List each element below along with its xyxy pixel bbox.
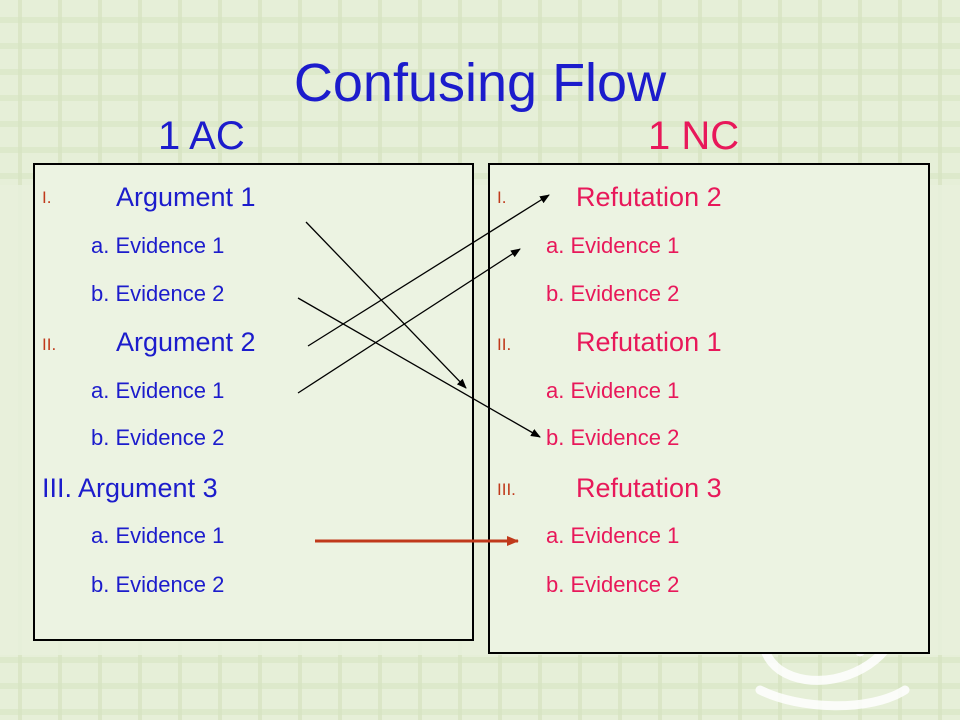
right-column-heading: 1 NC xyxy=(648,114,740,158)
refutation-3-evidence-1: a. Evidence 1 xyxy=(546,523,680,548)
refutation-1-label: Refutation 1 xyxy=(576,327,722,357)
refutation-1-evidence-1: a. Evidence 1 xyxy=(546,378,680,403)
argument-2-label: Argument 2 xyxy=(116,327,256,357)
affirmative-box xyxy=(33,163,474,641)
arrow-evidence-2-to-refutation-1-evidence-2 xyxy=(297,297,541,438)
refutation-2-evidence-1: a. Evidence 1 xyxy=(546,233,680,258)
slide-title: Confusing Flow xyxy=(293,53,667,113)
numeral-iii-right: III. xyxy=(497,480,516,499)
argument-1-label: Argument 1 xyxy=(116,182,256,212)
argument-3-evidence-1: a. Evidence 1 xyxy=(91,523,225,548)
refutation-3-label: Refutation 3 xyxy=(576,473,722,503)
arrow-argument-1-to-refutation-1 xyxy=(305,221,467,389)
refutation-3-evidence-2: b. Evidence 2 xyxy=(546,572,680,597)
numeral-ii: II. xyxy=(42,335,57,354)
arrow-argument-2-evidence-1-to-refutation-2-evidence-1 xyxy=(297,248,521,394)
argument-2-evidence-1: a. Evidence 1 xyxy=(91,378,225,403)
refutation-2-evidence-2: b. Evidence 2 xyxy=(546,281,680,306)
argument-1-evidence-1: a. Evidence 1 xyxy=(91,233,225,258)
argument-1-evidence-2: b. Evidence 2 xyxy=(91,281,225,306)
arrow-argument-2-to-refutation-2 xyxy=(307,194,550,347)
left-column-heading: 1 AC xyxy=(158,114,245,158)
argument-3-label: III. Argument 3 xyxy=(42,473,218,503)
negative-box xyxy=(488,163,930,654)
argument-2-evidence-2: b. Evidence 2 xyxy=(91,425,225,450)
numeral-ii-right: II. xyxy=(497,335,512,354)
argument-3-evidence-2: b. Evidence 2 xyxy=(91,572,225,597)
numeral-i-right: I. xyxy=(497,188,507,207)
numeral-i: I. xyxy=(42,188,52,207)
refutation-1-evidence-2: b. Evidence 2 xyxy=(546,425,680,450)
refutation-2-label: Refutation 2 xyxy=(576,182,722,212)
